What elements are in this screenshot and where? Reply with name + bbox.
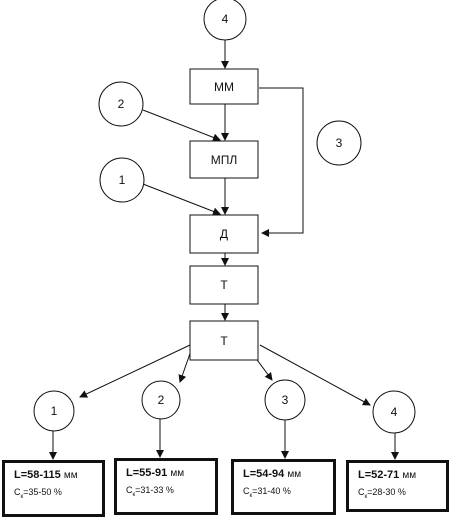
node-d	[189, 214, 259, 254]
input-label-left-upper: 2	[118, 97, 125, 111]
input-circle-right	[316, 120, 362, 166]
input-circle-left-upper	[98, 81, 144, 127]
node-mpl	[189, 140, 259, 179]
input-circle-left-lower	[99, 157, 145, 203]
input-label-top: 4	[222, 12, 229, 26]
output-circle-3	[264, 379, 306, 421]
result-length-3: L=54-94 мм	[243, 468, 302, 480]
output-label-2: 2	[158, 393, 165, 407]
output-circle-2	[141, 380, 181, 420]
output-label-4: 4	[391, 405, 398, 419]
node-mm	[189, 68, 259, 105]
result-length-4: L=52-71 мм	[358, 469, 417, 481]
output-circle-1	[33, 390, 75, 432]
result-length-1: L=58-115 мм	[14, 469, 78, 481]
result-box-1: L=58-115 мм Cк=35-50 %	[2, 460, 105, 517]
arrow-input2-to-mpl	[142, 109, 221, 142]
result-box-3: L=54-94 мм Cк=31-40 %	[231, 459, 336, 515]
input-circle-top	[203, 0, 247, 41]
result-concentration-1: Cк=35-50 %	[14, 487, 62, 500]
output-label-3: 3	[282, 393, 289, 407]
node-d-label: Д	[220, 227, 228, 241]
result-concentration-4: Cк=28-30 %	[358, 487, 406, 500]
output-circle-4	[372, 390, 416, 434]
result-box-2: L=55-91 мм Cк=31-33 %	[114, 458, 218, 515]
input-label-right: 3	[336, 136, 343, 150]
result-concentration-2: Cк=31-33 %	[126, 485, 174, 498]
node-mpl-label: МПЛ	[211, 153, 238, 167]
node-t2	[189, 320, 259, 361]
input-label-left-lower: 1	[119, 173, 126, 187]
arrow-input1-to-d	[142, 183, 221, 216]
result-box-4: L=52-71 мм Cк=28-30 %	[346, 460, 449, 512]
arrow-t2-to-output4	[259, 344, 371, 406]
arrow-t2-to-output1	[79, 344, 191, 398]
node-mm-label: ММ	[214, 80, 234, 94]
node-t1-label: Т	[220, 278, 228, 292]
node-t1	[189, 265, 259, 305]
result-length-2: L=55-91 мм	[126, 467, 185, 479]
output-label-1: 1	[51, 404, 58, 418]
arrow-mm-bypass-to-d	[259, 87, 304, 237]
node-t2-label: Т	[220, 334, 228, 348]
result-concentration-3: Cк=31-40 %	[243, 486, 291, 499]
